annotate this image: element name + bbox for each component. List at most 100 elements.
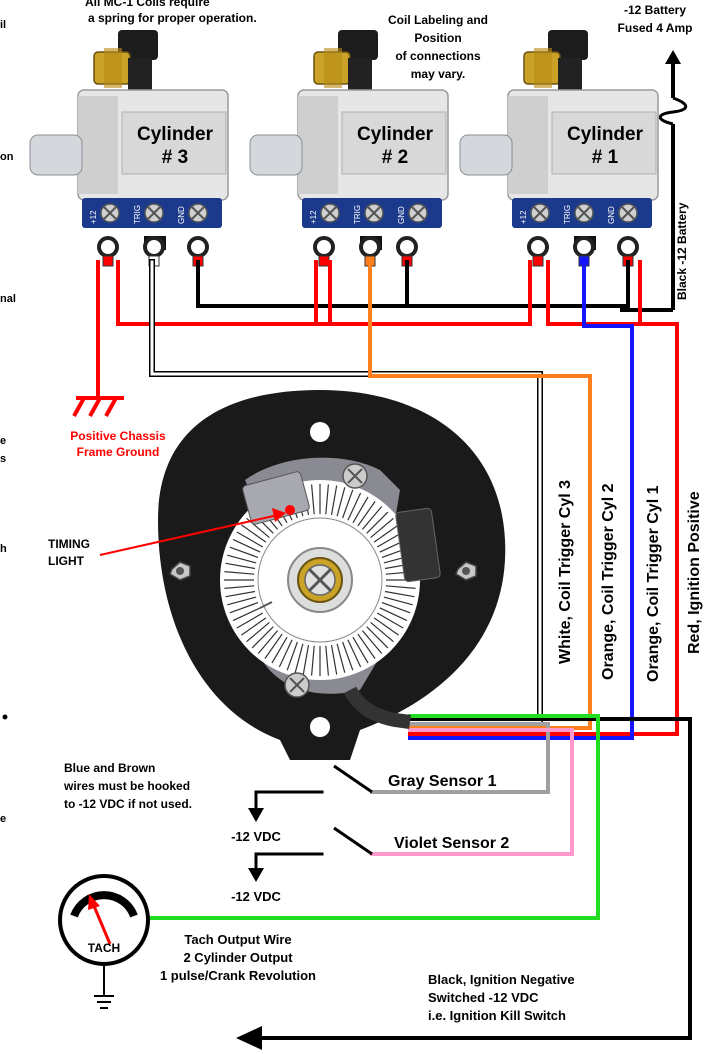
wire-red-bus-1 [116, 260, 332, 326]
wheel-tooth [336, 643, 346, 673]
tach-needle-icon [92, 905, 112, 945]
terminal-label: GND [177, 206, 186, 224]
wheel-tooth [302, 644, 310, 675]
edge-fragment-6: h [0, 543, 7, 555]
terminal-label: TRIG [563, 205, 572, 224]
coil-output-post [249, 134, 303, 176]
terminal-label: +12 [519, 210, 528, 224]
wheel-tooth [366, 626, 389, 649]
terminal-label: +12 [89, 210, 98, 224]
tach-scale-arc [70, 891, 138, 918]
wire-black-ignition-negative [260, 717, 692, 1040]
wire-red-bus-2 [328, 260, 532, 326]
timing-light-label-1: TIMING [48, 537, 90, 551]
wheel-tooth [383, 596, 413, 606]
coil-label-line2: # 1 [592, 147, 619, 168]
vdc-arrow-2-icon [248, 868, 264, 882]
wheel-tooth [241, 617, 267, 636]
sensor-module [395, 507, 441, 583]
wheel-tooth [342, 489, 354, 519]
tach-label: TACH [88, 941, 120, 955]
wire-black-gnd-bus-2 [405, 260, 630, 308]
black-battery-label: Black -12 Battery [675, 202, 689, 300]
neg-note-1: Black, Ignition Negative [428, 972, 575, 987]
label-red-ignition-positive: Red, Ignition Positive [686, 491, 703, 654]
wheel-tooth [229, 546, 259, 558]
tach-gauge: TACH [58, 874, 150, 1009]
switch-sensor2-icon [333, 826, 373, 856]
wheel-tooth [342, 641, 354, 671]
battery-feed: Black -12 Battery [620, 50, 689, 312]
wheel-tooth [325, 645, 329, 676]
wheel-tooth [347, 492, 362, 521]
coil-label-line2: # 3 [162, 147, 188, 168]
label-orange-trigger-cyl2: Orange, Coil Trigger Cyl 2 [600, 483, 617, 680]
coil-output-post [459, 134, 513, 176]
coil-label-line2: # 2 [382, 147, 408, 168]
note-coil-labeling-3: of connections [395, 49, 481, 63]
blue-brown-note-2: wires must be hooked [63, 779, 190, 793]
wheel-tooth [385, 585, 416, 589]
edge-fragment-1: il [0, 19, 6, 31]
coil-label-line1: Cylinder [357, 124, 434, 145]
label-white-trigger: White, Coil Trigger Cyl 3 [557, 480, 574, 664]
edge-fragment-3: nal [0, 293, 16, 305]
wheel-tooth [381, 602, 411, 614]
wheel-tooth [224, 571, 255, 575]
edge-dot [2, 714, 8, 720]
edge-fragment-4: e [0, 435, 6, 447]
vdc-arrow-1-icon [248, 808, 264, 822]
note-coil-labeling-1: Coil Labeling and [388, 13, 488, 27]
ring-terminal-icon [313, 236, 335, 258]
wheel-tooth [366, 511, 389, 534]
ring-terminal-icon [359, 236, 381, 258]
wire-gray-sensor1 [370, 722, 550, 794]
wire-black-gnd-bus [196, 260, 409, 308]
ground-label-1: Positive Chassis [70, 429, 166, 443]
ring-terminal-icon [617, 236, 639, 258]
wheel-tooth [357, 633, 376, 659]
neg-note-2: Switched -12 VDC [428, 990, 539, 1005]
wheel-tooth [232, 538, 261, 553]
wheel-tooth [236, 612, 264, 629]
wheel-tooth [370, 517, 394, 539]
note-coil-labeling-4: may vary. [411, 67, 466, 81]
coil-output-post [29, 134, 83, 176]
wheel-tooth [224, 585, 255, 589]
ring-terminal-icon [527, 236, 549, 258]
wire-violet-sensor2 [370, 728, 574, 856]
coil-label-line1: Cylinder [567, 124, 644, 145]
timing-light-pointer [99, 514, 279, 556]
neg-note-3: i.e. Ignition Kill Switch [428, 1008, 566, 1023]
wheel-tooth [236, 531, 264, 548]
tach-note-2: 2 Cylinder Output [183, 950, 293, 965]
ring-terminal-icon [187, 236, 209, 258]
wheel-tooth [264, 633, 283, 659]
wheel-tooth [232, 607, 261, 622]
wheel-tooth [311, 645, 315, 676]
wheel-tooth [286, 641, 298, 671]
label-orange-trigger-cyl1: Orange, Coil Trigger Cyl 1 [645, 485, 662, 682]
wheel-tooth [229, 602, 259, 614]
mount-hole-bottom [310, 717, 330, 737]
timing-mark-dot [285, 505, 295, 515]
edge-fragment-7: e [0, 813, 6, 825]
wheel-tooth [271, 636, 288, 664]
fuse-icon [658, 96, 688, 126]
switch-sensor1-icon [333, 764, 373, 794]
kill-switch-arrow-icon [236, 1026, 262, 1050]
note-coils-require: All MC-1 Coils require [85, 0, 210, 9]
wheel-tooth [352, 636, 369, 664]
coil-label-line1: Cylinder [137, 124, 214, 145]
wheel-tooth [251, 626, 274, 649]
wire-red-ignition-positive [408, 260, 679, 736]
wheel-tooth [361, 630, 383, 654]
ignition-module-plate [158, 390, 506, 760]
timing-wheel-teeth [224, 484, 416, 676]
wheel-tooth [370, 621, 394, 643]
wheel-tooth [384, 590, 415, 598]
terminal-label: GND [607, 206, 616, 224]
gray-sensor-label: Gray Sensor 1 [388, 773, 497, 790]
note-coil-labeling-2: Position [414, 31, 461, 45]
